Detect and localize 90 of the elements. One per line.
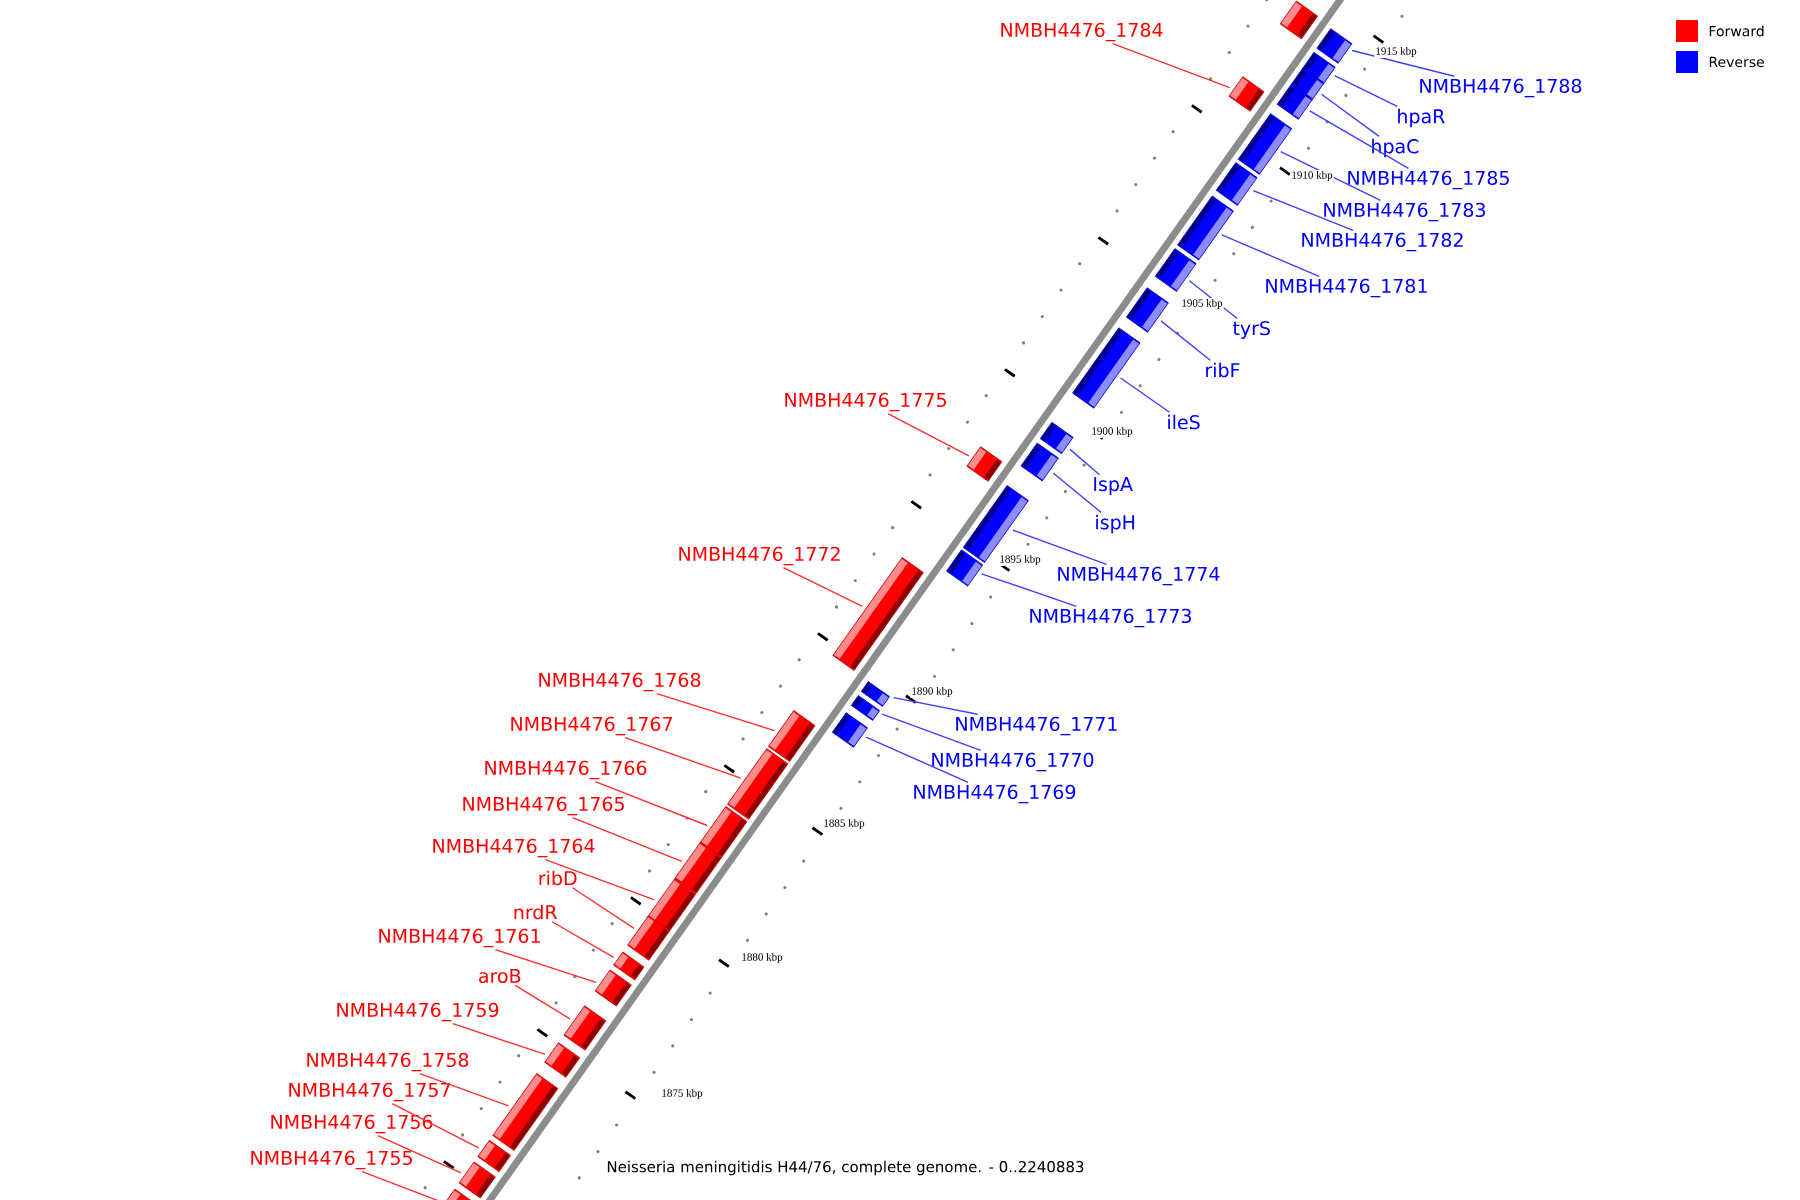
- leader-line: [1111, 43, 1231, 89]
- gene-label: NMBH4476_1767: [511, 716, 672, 736]
- gene-block: [627, 915, 671, 961]
- gene-label: hpaR: [1398, 108, 1445, 128]
- gene-block: [1177, 195, 1234, 261]
- leader-line: [551, 921, 615, 958]
- leader-line: [594, 780, 708, 827]
- leader-line: [893, 696, 979, 715]
- leader-line: [419, 1073, 510, 1107]
- leader-line: [887, 413, 970, 457]
- gene-label: aroB: [479, 968, 521, 984]
- gene-label: NMBH4476_1788: [1420, 78, 1582, 98]
- gene-label: NMBH4476_1785: [1348, 170, 1509, 190]
- leader-line: [1119, 377, 1171, 413]
- leader-line: [980, 573, 1078, 607]
- gene-block: [477, 1139, 511, 1173]
- leader-line: [1252, 189, 1354, 231]
- gene-block: [1126, 287, 1169, 333]
- leader-line: [1333, 75, 1398, 108]
- gene-label: nrdR: [514, 904, 558, 920]
- gene-label: NMBH4476_1756: [271, 1114, 433, 1134]
- gene-block: [946, 549, 984, 587]
- gene-label: ileS: [1168, 414, 1200, 430]
- gene-label: NMBH4476_1781: [1266, 278, 1427, 298]
- gene-label: NMBH4476_1765: [463, 796, 624, 816]
- leader-line: [1160, 320, 1211, 361]
- gene-block: [851, 695, 880, 721]
- leader-line: [377, 1135, 462, 1174]
- gene-label: NMBH4476_1759: [337, 1002, 499, 1022]
- gene-block: [727, 748, 789, 820]
- gene-label: hpaC: [1372, 138, 1419, 158]
- gene-label: NMBH4476_1769: [914, 784, 1076, 804]
- gene-label: NMBH4476_1772: [679, 546, 840, 566]
- leader-line: [1351, 49, 1455, 77]
- leader-line: [361, 1171, 442, 1200]
- gene-label: NMBH4476_1783: [1324, 202, 1485, 222]
- gene-block: [1072, 327, 1141, 409]
- leader-line: [881, 713, 982, 751]
- gene-label: NMBH4476_1774: [1058, 566, 1220, 586]
- gene-block: [1020, 442, 1059, 482]
- leader-line: [1069, 448, 1101, 476]
- gene-block: [1228, 76, 1265, 112]
- gene-label: NMBH4476_1755: [251, 1150, 412, 1170]
- gene-label: NMBH4476_1784: [1001, 22, 1163, 42]
- leader-line: [1309, 110, 1410, 169]
- gene-label: NMBH4476_1770: [932, 752, 1094, 772]
- leader-line: [1280, 151, 1382, 201]
- leader-line: [494, 949, 597, 984]
- gene-label: NMBH4476_1758: [307, 1052, 469, 1072]
- gene-label: NMBH4476_1764: [433, 838, 595, 858]
- leader-line: [514, 984, 571, 1020]
- gene-label: NMBH4476_1768: [539, 672, 701, 692]
- leader-line: [544, 859, 656, 901]
- gene-label: NMBH4476_1782: [1302, 232, 1463, 252]
- gene-label: NMBH4476_1775: [785, 392, 946, 412]
- gene-label: NMBH4476_1771: [956, 716, 1117, 736]
- leader-line: [1188, 280, 1238, 320]
- gene-block: [1276, 84, 1313, 120]
- leader-line: [782, 566, 864, 607]
- gene-label: tyrS: [1232, 320, 1270, 339]
- leader-line: [1320, 93, 1380, 138]
- leader-line: [1011, 529, 1108, 565]
- gene-block: [1279, 0, 1318, 40]
- gene-block: [831, 712, 868, 748]
- gene-block: [492, 1073, 559, 1151]
- leader-line: [571, 887, 635, 930]
- gene-label: NMBH4476_1757: [289, 1082, 450, 1102]
- leader-line: [1052, 472, 1102, 514]
- gene-label: NMBH4476_1766: [485, 760, 647, 780]
- gene-label: IspA: [1094, 477, 1133, 495]
- gene-block: [768, 710, 816, 762]
- gene-label: NMBH4476_1773: [1030, 608, 1191, 628]
- gene-block: [563, 1005, 607, 1051]
- gene-label: NMBH4476_1761: [379, 928, 540, 948]
- gene-label: ispH: [1096, 514, 1135, 534]
- leader-line: [865, 736, 969, 783]
- leader-line: [572, 817, 683, 863]
- leader-line: [624, 736, 742, 779]
- gene-block: [966, 446, 1003, 482]
- gene-block: [1237, 113, 1293, 175]
- leader-line: [656, 692, 776, 732]
- leader-line: [391, 1103, 480, 1149]
- gene-label: ribF: [1206, 362, 1240, 378]
- leader-line: [452, 1023, 546, 1056]
- leader-line: [1221, 234, 1320, 277]
- gene-block: [1154, 248, 1197, 292]
- gene-block: [594, 969, 632, 1007]
- gene-block: [544, 1042, 581, 1078]
- gene-label: ribD: [539, 870, 577, 886]
- gene-block: [1215, 162, 1258, 206]
